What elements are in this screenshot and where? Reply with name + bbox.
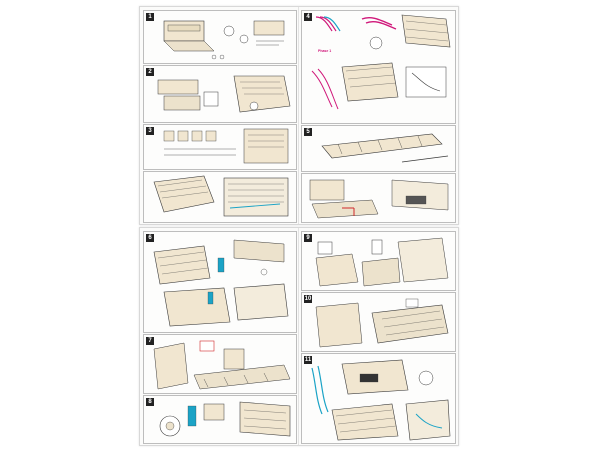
- step-panel-5: 5: [301, 125, 456, 172]
- step-number: 1: [146, 13, 154, 21]
- step-panel-4: 4 Phase 1: [301, 10, 456, 124]
- step-panel-5-detail: [301, 173, 456, 223]
- final-assembly-illustration: [311, 359, 451, 441]
- sheet-divider: [298, 7, 299, 224]
- step-number: 6: [146, 234, 154, 242]
- step-number: 10: [304, 295, 312, 303]
- step-panel-1: 1: [143, 10, 297, 64]
- step-number: 7: [146, 337, 154, 345]
- step-number: 8: [146, 398, 154, 406]
- body-panels-illustration: [315, 237, 449, 287]
- step-number: 5: [304, 128, 312, 136]
- sheet-divider: [298, 228, 299, 445]
- chassis-frame-illustration: [321, 133, 449, 163]
- step-panel-7: 7: [143, 334, 297, 394]
- engine-assembly-illustration: [153, 175, 289, 217]
- step-panel-3-detail: [143, 171, 297, 223]
- step-panel-3: 3: [143, 124, 297, 170]
- instruction-sheet-1: 1 2 3: [139, 6, 459, 225]
- step-panel-6: 6: [143, 231, 297, 333]
- suspension-assembly-illustration: [153, 239, 289, 327]
- engine-into-chassis-illustration: [309, 179, 449, 219]
- step-number: 11: [304, 356, 312, 364]
- step-panel-8: 8: [143, 395, 297, 444]
- engine-block-illustration: [163, 20, 285, 60]
- step-number: 2: [146, 68, 154, 76]
- step-panel-10: 10: [301, 292, 456, 352]
- rear-frame-illustration: [153, 340, 291, 390]
- instruction-sheet-2: 6 7 8: [139, 227, 459, 446]
- step-number: 4: [304, 13, 312, 21]
- cylinder-heads-illustration: [157, 75, 291, 113]
- step-panel-11: 11: [301, 353, 456, 444]
- exhaust-headers-illustration: [311, 14, 451, 110]
- cockpit-tub-illustration: [315, 298, 449, 348]
- step-panel-2: 2: [143, 65, 297, 123]
- step-number: 3: [146, 127, 154, 135]
- wheels-and-hubs-illustration: [159, 401, 291, 437]
- step-panel-9: 9: [301, 231, 456, 291]
- phase-legend: Phase 1: [318, 49, 332, 53]
- valve-train-illustration: [163, 128, 289, 164]
- step-number: 9: [304, 234, 312, 242]
